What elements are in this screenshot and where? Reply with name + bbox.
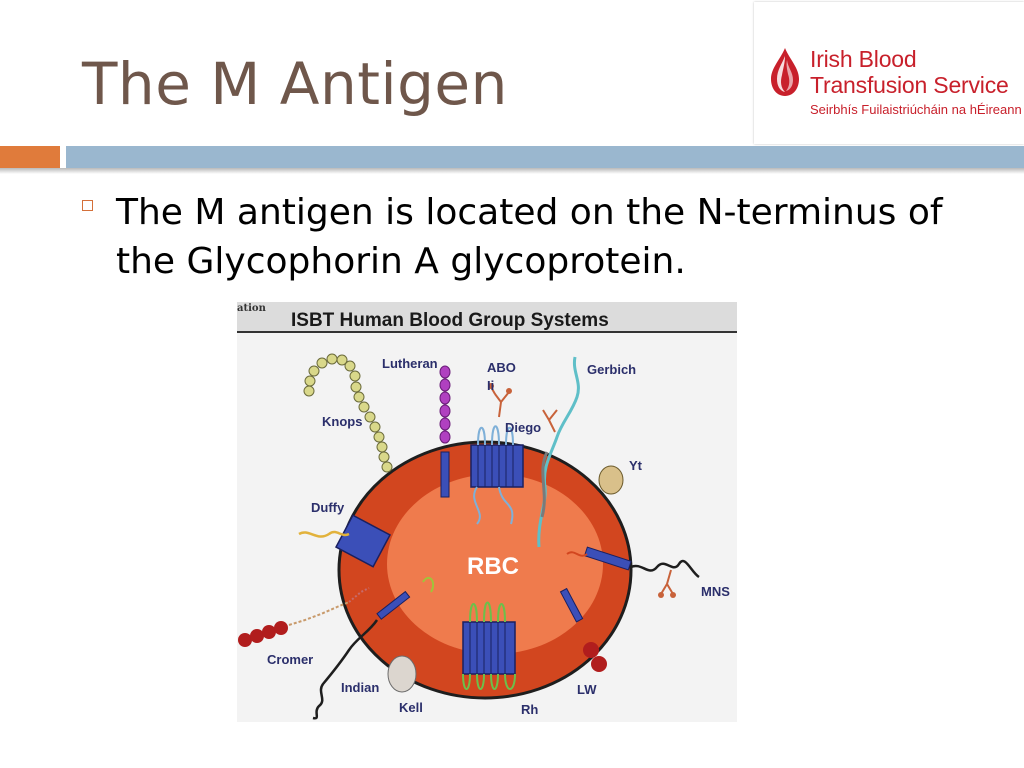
- kell-protein: [387, 655, 417, 693]
- bullet-text: The M antigen is located on the N-termin…: [116, 192, 943, 282]
- duffy-transmembrane: [298, 514, 392, 568]
- cromer-protein: [238, 587, 370, 647]
- knops-bead-chain: [303, 353, 393, 473]
- corner-text: ation: [237, 303, 267, 314]
- slide-title: The M Antigen: [82, 50, 508, 118]
- lw-protein: [559, 587, 607, 672]
- label-duffy: Duffy: [311, 500, 345, 515]
- logo-text-line1: Irish Blood: [810, 46, 917, 72]
- diagram-heading: ISBT Human Blood Group Systems: [291, 310, 609, 331]
- band3-transmembrane: [470, 383, 524, 525]
- lutheran-protein: [439, 365, 451, 498]
- label-kell: Kell: [399, 700, 423, 715]
- label-cromer: Cromer: [267, 652, 313, 667]
- rbc-label: RBC: [467, 553, 519, 580]
- label-indian: Indian: [341, 680, 379, 695]
- label-lw: LW: [577, 682, 597, 697]
- header-accent-blue: [66, 146, 1024, 168]
- label-mns: MNS: [701, 584, 730, 599]
- indian-protein: [312, 590, 411, 720]
- label-gerbich: Gerbich: [587, 362, 636, 377]
- label-knops: Knops: [322, 414, 362, 429]
- blood-group-systems-diagram: ation ISBT Human Blood Group Systems RBC: [237, 302, 737, 722]
- yt-protein: [598, 465, 624, 495]
- label-yt: Yt: [629, 458, 643, 473]
- mns-glycophorin: [566, 546, 700, 598]
- header-accent-orange: [0, 146, 60, 168]
- blood-drop-icon: [771, 48, 799, 96]
- header-bar-shadow: [0, 168, 1024, 174]
- label-lutheran: Lutheran: [382, 356, 438, 371]
- rbc-center: [387, 474, 603, 654]
- label-abo: ABO: [487, 360, 516, 375]
- rh-transmembrane: [422, 576, 516, 690]
- logo-text-line3: Seirbhís Fuilaistriúcháin na hÉireann: [810, 102, 1022, 117]
- label-rh: Rh: [521, 702, 538, 717]
- diagram-header-band: [237, 302, 737, 332]
- label-diego: Diego: [505, 420, 541, 435]
- bullet-square-icon: [82, 200, 93, 211]
- logo-text-line2: Transfusion Service: [810, 72, 1009, 98]
- label-ii: Ii: [487, 378, 494, 393]
- ibts-logo: Irish Blood Transfusion Service Seirbhís…: [754, 2, 1024, 144]
